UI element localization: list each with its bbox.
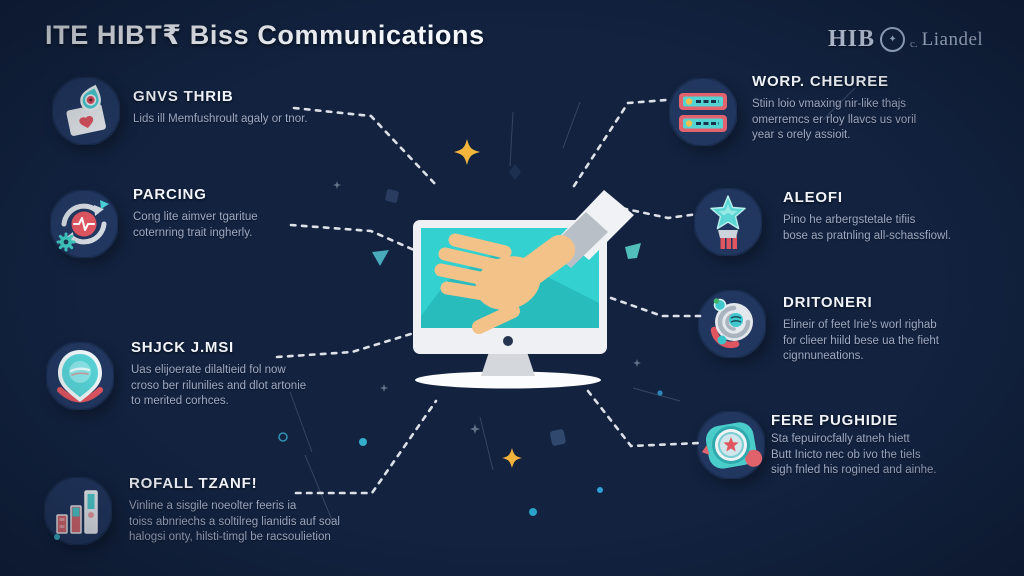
yellow-star-icon xyxy=(502,448,522,468)
yellow-star-icon xyxy=(454,139,480,165)
monitor-camera-dot xyxy=(503,336,513,346)
monitor-stand xyxy=(481,352,535,376)
